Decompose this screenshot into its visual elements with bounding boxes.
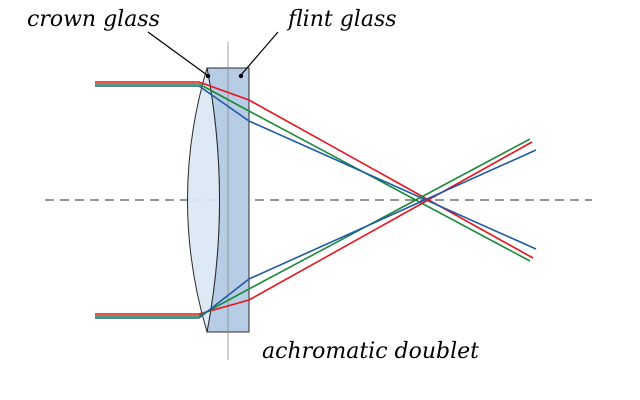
refracted-ray-bottom-blue: [198, 149, 537, 319]
crown-glass-marker: [205, 73, 211, 79]
refracted-ray-top-blue: [198, 85, 537, 250]
achromatic-doublet-label: achromatic doublet: [262, 339, 480, 364]
refracted-ray-top-green: [198, 83, 531, 262]
light-rays: [95, 81, 537, 319]
crown-glass-leader: [147, 31, 208, 76]
crown-glass-label: crown glass: [27, 7, 160, 32]
flint-glass-label: flint glass: [288, 7, 397, 32]
crown-glass-element: [187, 67, 220, 333]
refracted-ray-bottom-green: [198, 138, 531, 317]
flint-glass-leader: [240, 31, 279, 76]
flint-glass-marker: [238, 73, 244, 79]
